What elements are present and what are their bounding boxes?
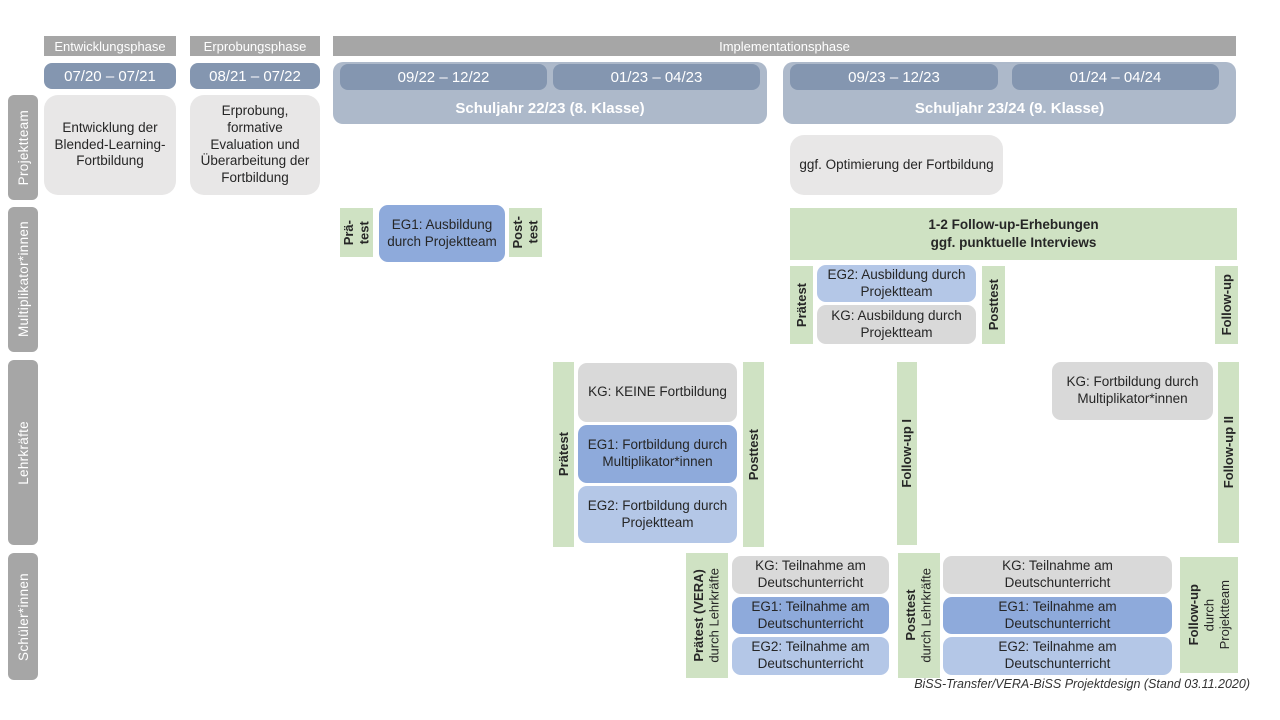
box-praetest-multiplikator-2: Prätest (790, 266, 813, 344)
label-line: durch (1201, 598, 1217, 632)
rail-label: Schüler*innen (15, 572, 31, 661)
date-bar-0720-0721: 07/20 – 07/21 (44, 63, 176, 89)
box-eg2-teilnahme-1: EG2: Teilnahme am Deutschunterricht (732, 637, 889, 675)
box-label: EG1: Teilnahme am Deutschunterricht (751, 598, 870, 631)
phase-header-label: Erprobungsphase (203, 38, 307, 54)
label-line: Projektteam (1216, 580, 1232, 650)
date-label: 09/23 – 12/23 (848, 68, 940, 86)
label-line: Follow-up (1185, 584, 1201, 646)
date-label: 01/24 – 04/24 (1069, 68, 1162, 86)
phase-header-erprobung: Erprobungsphase (190, 36, 320, 56)
box-posttest-multiplikator-2: Posttest (982, 266, 1005, 344)
label: Follow-up (1218, 274, 1234, 336)
box-eg1-teilnahme-2: EG1: Teilnahme am Deutschunterricht (943, 597, 1172, 634)
box-eg2-ausbildung: EG2: Ausbildung durch Projektteam (817, 265, 976, 302)
box-posttest-lehrkraefte: Posttest (743, 362, 764, 547)
box-praetest-vera: Prätest (VERA) durch Lehrkräfte (686, 553, 728, 678)
box-label: KG: Teilnahme am Deutschunterricht (755, 558, 866, 590)
box-label: EG2: Ausbildung durch Projektteam (827, 266, 966, 299)
label: Follow-up II (1220, 416, 1236, 489)
label-line: 1-2 Follow-up-Erhebungen (928, 216, 1099, 232)
box-followup-projektteam: Follow-up durch Projektteam (1180, 557, 1238, 673)
box-followup1-lehrkraefte: Follow-up I (897, 362, 917, 545)
box-label: EG2: Fortbildung durch Projektteam (587, 497, 728, 530)
date-label: 09/22 – 12/22 (397, 68, 490, 86)
box-eg2-teilnahme-2: EG2: Teilnahme am Deutschunterricht (943, 637, 1172, 675)
date-label: 08/21 – 07/22 (209, 67, 301, 85)
label: Posttest (745, 428, 761, 481)
label: Prätest (793, 282, 809, 328)
box-eg1-fortbildung: EG1: Fortbildung durch Multiplikator*inn… (578, 425, 737, 483)
date-bar-0923-1223: 09/23 – 12/23 (790, 64, 998, 90)
box-label: EG1: Ausbildung durch Projektteam (387, 216, 497, 249)
box-praetest-multiplikator-1: Prä- test (340, 208, 373, 257)
box-kg-ausbildung: KG: Ausbildung durch Projektteam (817, 305, 976, 344)
label-line: Post- (509, 216, 525, 249)
box-label: ggf. Optimierung der Fortbildung (799, 156, 994, 172)
box-label: EG1: Fortbildung durch Multiplikator*inn… (587, 437, 728, 469)
date-bar-0123-0423: 01/23 – 04/23 (553, 64, 760, 90)
box-label: EG2: Teilnahme am Deutschunterricht (751, 639, 870, 671)
date-label: 07/20 – 07/21 (64, 67, 156, 85)
rail-label: Multiplikator*innen (15, 221, 31, 338)
box-label: KG: Ausbildung durch Projektteam (831, 307, 962, 340)
box-label: KG: Teilnahme am Deutschunterricht (1002, 558, 1113, 590)
box-posttest-multiplikator-1: Post- test (509, 208, 542, 257)
label: Follow-up I (899, 419, 915, 488)
label-line: durch Lehrkräfte (707, 568, 722, 663)
rail-label: Projektteam (15, 109, 31, 186)
box-kg-keine-fortbildung: KG: KEINE Fortbildung (578, 363, 737, 422)
box-label: KG: Fortbildung durch Multiplikator*inne… (1066, 374, 1199, 406)
box-kg-teilnahme-1: KG: Teilnahme am Deutschunterricht (732, 556, 889, 594)
rail-multiplikator: Multiplikator*innen (8, 207, 38, 352)
label-line: Prä- (340, 219, 356, 246)
box-followup-erhebungen: 1-2 Follow-up-Erhebungen ggf. punktuelle… (790, 208, 1237, 260)
box-label: Erprobung, formative Evaluation und Über… (200, 102, 310, 186)
date-bar-0922-1222: 09/22 – 12/22 (340, 64, 547, 90)
rail-lehrkraefte: Lehrkräfte (8, 360, 38, 545)
label: Posttest (985, 279, 1001, 331)
box-kg-fortbildung-multiplikator: KG: Fortbildung durch Multiplikator*inne… (1052, 362, 1213, 420)
box-label: EG2: Teilnahme am Deutschunterricht (998, 639, 1117, 671)
rail-schueler: Schüler*innen (8, 553, 38, 680)
label-line: durch Lehrkräfte (919, 568, 934, 663)
box-optimierung-fortbildung: ggf. Optimierung der Fortbildung (790, 135, 1003, 195)
phase-header-label: Implementationsphase (719, 38, 850, 54)
box-label: KG: KEINE Fortbildung (588, 384, 727, 400)
phase-header-label: Entwicklungsphase (54, 38, 166, 54)
box-erprobung-evaluation: Erprobung, formative Evaluation und Über… (190, 95, 320, 195)
box-followup2-lehrkraefte: Follow-up II (1218, 362, 1239, 543)
date-label: 01/23 – 04/23 (610, 68, 703, 86)
box-kg-teilnahme-2: KG: Teilnahme am Deutschunterricht (943, 556, 1172, 594)
label: Prätest (555, 432, 571, 477)
box-eg1-ausbildung: EG1: Ausbildung durch Projektteam (379, 205, 505, 262)
rail-projektteam: Projektteam (8, 95, 38, 200)
label-line: Posttest (903, 589, 919, 642)
box-praetest-lehrkraefte: Prätest (553, 362, 574, 547)
date-bar-0821-0722: 08/21 – 07/22 (190, 63, 320, 89)
diagram-caption: BiSS-Transfer/VERA-BiSS Projektdesign (S… (914, 677, 1250, 691)
box-posttest-schueler: Posttest durch Lehrkräfte (898, 553, 940, 678)
schoolyear-label: Schuljahr 23/24 (9. Klasse) (914, 100, 1105, 117)
box-label: EG1: Teilnahme am Deutschunterricht (998, 598, 1117, 631)
box-eg1-teilnahme-1: EG1: Teilnahme am Deutschunterricht (732, 597, 889, 634)
box-followup-multiplikator: Follow-up (1215, 266, 1238, 344)
label-line: Prätest (VERA) (691, 569, 707, 662)
label-line: test (356, 220, 372, 245)
label-line: test (525, 220, 541, 245)
date-bar-0124-0424: 01/24 – 04/24 (1012, 64, 1219, 90)
box-eg2-fortbildung: EG2: Fortbildung durch Projektteam (578, 486, 737, 543)
schoolyear-label: Schuljahr 22/23 (8. Klasse) (455, 100, 645, 117)
rail-label: Lehrkräfte (15, 420, 31, 485)
label-line: ggf. punktuelle Interviews (930, 235, 1097, 250)
box-entwicklung-fortbildung: Entwicklung der Blended-Learning-Fortbil… (44, 95, 176, 195)
box-label: Entwicklung der Blended-Learning-Fortbil… (54, 119, 166, 169)
phase-header-implementation: Implementationsphase (333, 36, 1236, 56)
phase-header-entwicklung: Entwicklungsphase (44, 36, 176, 56)
